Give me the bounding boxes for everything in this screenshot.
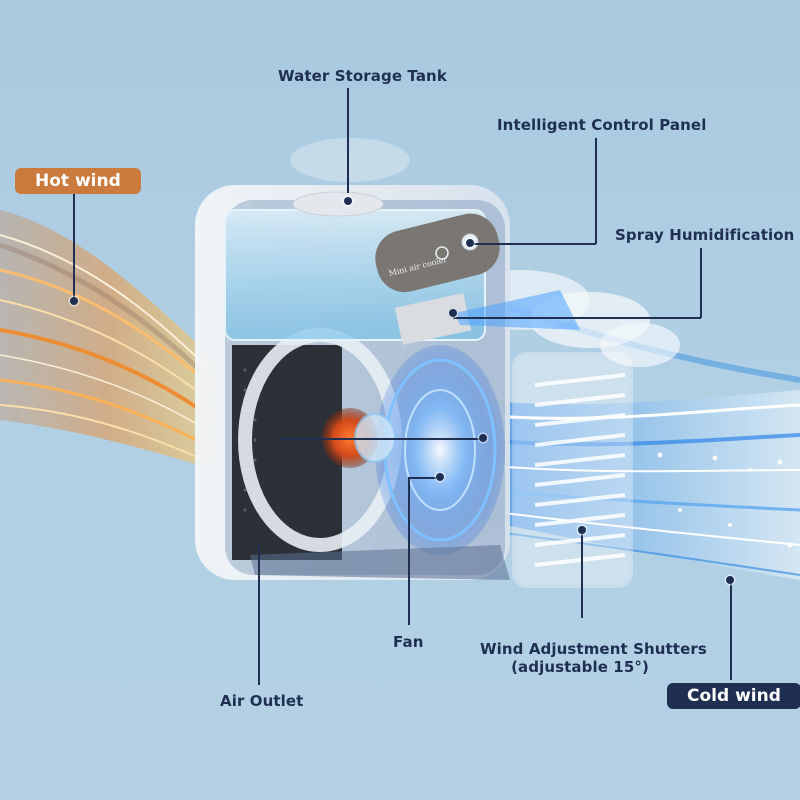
leader-control-panel-v [595, 138, 597, 244]
dot-fan [436, 473, 444, 481]
hot-wind-stream [0, 210, 217, 470]
leader-water-storage-tank [347, 88, 349, 193]
wind-adjustment-shutters [512, 352, 633, 588]
label-spray-humidification: Spray Humidification [615, 226, 795, 244]
dot-spray [449, 309, 457, 317]
leader-cold-wind [730, 580, 732, 680]
hot-wind-badge: Hot wind [15, 168, 141, 194]
shutters-title: Wind Adjustment Shutters [480, 640, 707, 658]
snowflake-particles [657, 452, 793, 548]
dot-control-panel [466, 239, 474, 247]
leader-fan-v [408, 477, 410, 625]
label-air-outlet: Air Outlet [220, 692, 304, 710]
leader-shutters [581, 530, 583, 618]
label-fan: Fan [393, 633, 424, 651]
dot-shutters [578, 526, 586, 534]
leader-center-h [280, 438, 483, 440]
leader-fan-h [408, 477, 440, 479]
cold-wind-badge: Cold wind [667, 683, 800, 709]
dot-cold-wind [726, 576, 734, 584]
leader-control-panel-h [470, 243, 596, 245]
label-wind-adjustment-shutters: Wind Adjustment Shutters (adjustable 15°… [480, 640, 707, 676]
leader-hot-wind [73, 193, 75, 301]
dot-water-storage-tank [344, 197, 352, 205]
leader-spray-h [453, 317, 701, 319]
cooler-body [195, 185, 580, 580]
label-water-storage-tank: Water Storage Tank [278, 67, 447, 85]
label-intelligent-control-panel: Intelligent Control Panel [497, 116, 707, 134]
leader-spray-v [700, 248, 702, 318]
dot-center [479, 434, 487, 442]
dot-hot-wind [70, 297, 78, 305]
leader-air-outlet [258, 545, 260, 685]
shutters-note: (adjustable 15°) [511, 658, 649, 676]
